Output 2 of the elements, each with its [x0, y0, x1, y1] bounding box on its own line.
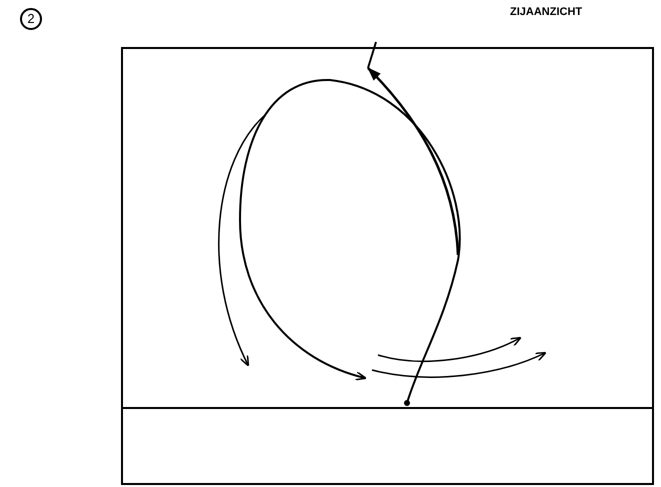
circled-number: 2 [20, 8, 42, 30]
view-title: ZIJAANZICHT [510, 6, 582, 18]
